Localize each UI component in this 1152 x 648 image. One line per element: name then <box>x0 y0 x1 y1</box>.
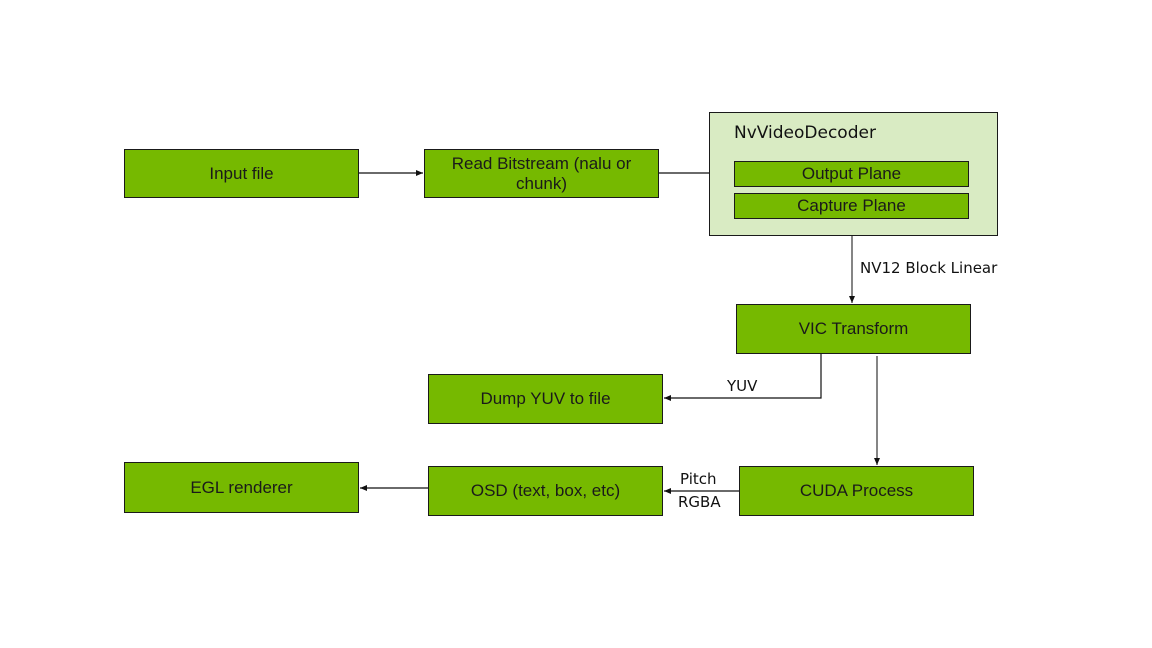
node-read-bitstream-label: Read Bitstream (nalu or chunk) <box>451 153 632 193</box>
edge-label-nv12: NV12 Block Linear <box>860 259 998 277</box>
node-osd-label: OSD (text, box, etc) <box>470 481 621 500</box>
node-dump-yuv-label: Dump YUV to file <box>480 389 611 408</box>
node-cuda-process: CUDA Process <box>739 466 974 516</box>
node-read-bitstream: Read Bitstream (nalu or chunk) <box>424 149 659 198</box>
node-egl-renderer-label: EGL renderer <box>190 477 293 497</box>
node-input-file-label: Input file <box>209 163 274 183</box>
node-cuda-process-label: CUDA Process <box>799 481 914 500</box>
edge-label-rgba: RGBA <box>678 493 721 511</box>
node-capture-plane-label: Capture Plane <box>797 196 906 215</box>
node-osd: OSD (text, box, etc) <box>428 466 663 516</box>
node-egl-renderer: EGL renderer <box>124 462 359 513</box>
edge-vic-to-dump <box>664 353 822 401</box>
node-capture-plane: Capture Plane <box>734 193 969 219</box>
decoder-title: NvVideoDecoder <box>734 123 876 143</box>
node-output-plane-label: Output Plane <box>801 164 902 183</box>
node-vic-transform: VIC Transform <box>736 304 971 354</box>
node-dump-yuv: Dump YUV to file <box>428 374 663 424</box>
edge-label-yuv: YUV <box>727 377 758 395</box>
node-output-plane: Output Plane <box>734 161 969 187</box>
node-input-file: Input file <box>124 149 359 198</box>
node-vic-transform-label: VIC Transform <box>798 319 909 338</box>
edge-label-pitch: Pitch <box>680 470 717 488</box>
